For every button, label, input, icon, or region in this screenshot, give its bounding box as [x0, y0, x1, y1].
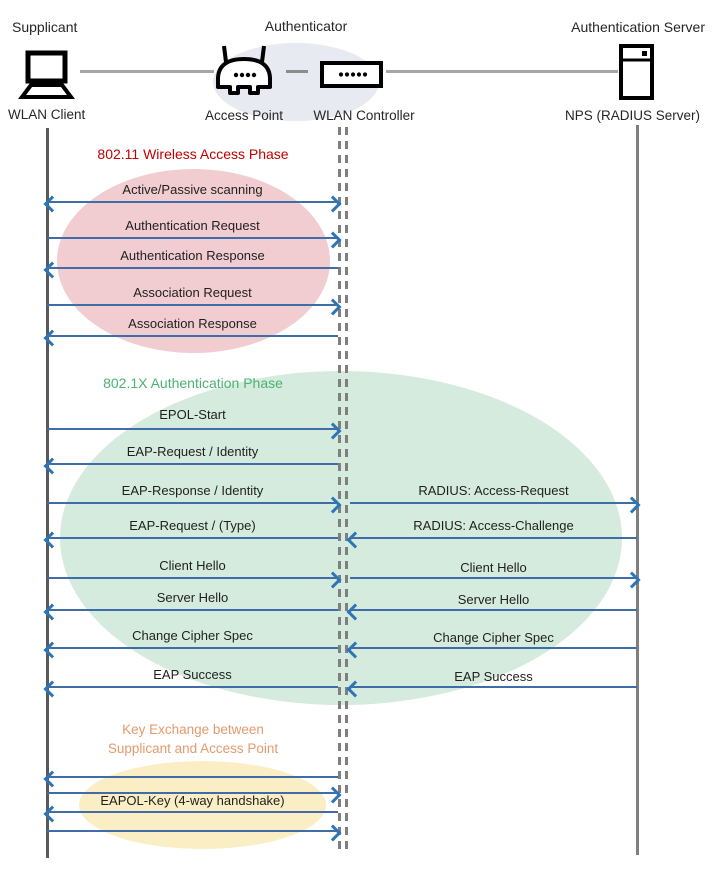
message-arrow: [346, 680, 637, 698]
message-label: Authentication Request: [125, 218, 260, 233]
connector-dash-ap-controller: [286, 70, 308, 73]
message-arrow: [47, 422, 342, 440]
wlan-controller-icon: [320, 61, 383, 88]
lifeline-radius-server: [636, 125, 639, 855]
device-label-nps-radius-server: NPS (RADIUS Server): [564, 108, 701, 123]
message-arrow: [43, 195, 342, 213]
message-label: Change Cipher Spec: [433, 630, 554, 645]
message-arrow: [43, 770, 338, 788]
access-point-icon: [214, 43, 274, 96]
phase2-title: 802.1X Authentication Phase: [103, 375, 283, 391]
message-label: EAPOL-Key (4-way handshake): [100, 793, 285, 808]
message-arrow: [47, 786, 342, 804]
message-arrow: [43, 641, 338, 659]
message-label: Server Hello: [457, 592, 530, 607]
message-label: RADIUS: Access-Challenge: [413, 518, 574, 533]
phase3-title-line2: Supplicant and Access Point: [107, 741, 279, 756]
phase1-ellipse: [57, 169, 330, 353]
lifeline-wlan-controller-dash-right: [345, 127, 348, 855]
message-label: EAP-Request / Identity: [126, 444, 259, 459]
message-arrow: [43, 603, 338, 621]
message-arrow: [47, 298, 342, 316]
message-arrow: [346, 531, 637, 549]
message-label: Client Hello: [159, 558, 226, 573]
message-label: EAP-Request / (Type): [129, 518, 256, 533]
connector-line-right: [386, 70, 618, 73]
message-arrow: [43, 680, 338, 698]
message-label: RADIUS: Access-Request: [418, 483, 569, 498]
message-arrow: [43, 805, 338, 823]
message-label: Change Cipher Spec: [132, 628, 253, 643]
message-arrow: [47, 231, 342, 249]
message-arrow: [346, 641, 637, 659]
message-arrow: [43, 329, 338, 347]
message-arrow: [350, 571, 641, 589]
device-label-access-point: Access Point: [204, 108, 284, 123]
phase1-title: 802.11 Wireless Access Phase: [97, 146, 289, 162]
message-arrow: [350, 496, 641, 514]
message-arrow: [47, 571, 342, 589]
message-arrow: [43, 261, 338, 279]
message-label: Server Hello: [156, 590, 229, 605]
lifeline-wlan-controller-dash-left: [338, 127, 341, 855]
laptop-icon: [14, 50, 78, 102]
lifeline-wlan-client: [46, 128, 49, 858]
message-label: EAP Success: [454, 669, 533, 684]
message-arrow: [43, 531, 338, 549]
message-label: EPOL-Start: [159, 407, 226, 422]
message-label: Client Hello: [460, 560, 527, 575]
message-label: Association Response: [128, 316, 257, 331]
message-label: Active/Passive scanning: [122, 182, 263, 197]
connector-line-left: [80, 70, 214, 73]
device-label-wlan-client: WLAN Client: [8, 107, 86, 122]
server-icon: [619, 44, 654, 100]
message-arrow: [47, 496, 342, 514]
message-label: EAP Success: [153, 667, 232, 682]
message-label: Association Request: [133, 285, 252, 300]
message-arrow: [43, 457, 338, 475]
device-label-wlan-controller: WLAN Controller: [313, 108, 415, 123]
role-label-authentication-server: Authentication Server: [571, 19, 705, 35]
phase3-ellipse: [79, 761, 326, 849]
message-arrow: [346, 603, 637, 621]
message-label: EAP-Response / Identity: [121, 483, 264, 498]
message-arrow: [47, 824, 342, 842]
role-label-supplicant: Supplicant: [12, 19, 78, 35]
message-label: Authentication Response: [120, 248, 265, 263]
role-label-authenticator: Authenticator: [264, 18, 348, 34]
phase3-title-line1: Key Exchange between: [122, 722, 264, 737]
